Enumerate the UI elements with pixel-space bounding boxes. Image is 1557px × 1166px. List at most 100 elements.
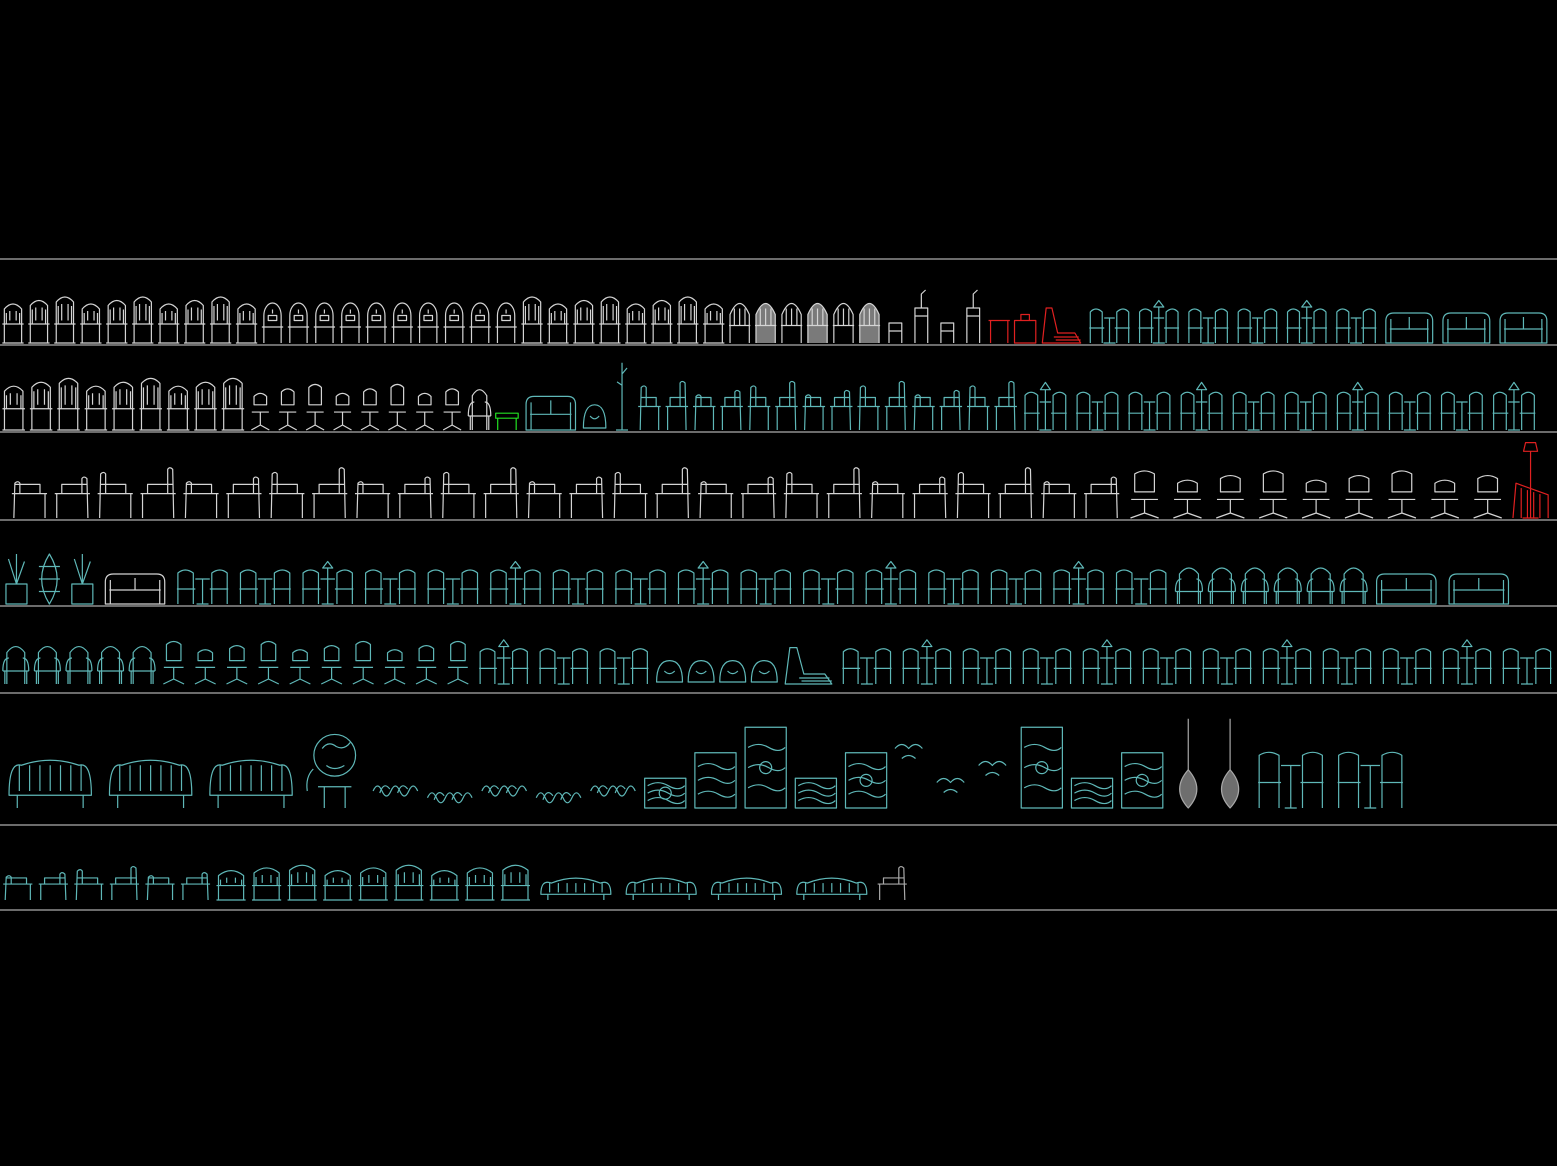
furniture-block-tablechair	[1284, 391, 1328, 431]
furniture-block-highchair	[651, 299, 673, 344]
furniture-block-boxchair	[1013, 313, 1037, 344]
furniture-block-office	[194, 649, 216, 685]
furniture-block-tablechair	[1337, 751, 1403, 809]
furniture-block-tablechair	[1052, 560, 1105, 605]
furniture-block-highchair	[500, 864, 531, 901]
furniture-block-sidechair	[140, 467, 176, 519]
row-4-sets	[5, 553, 1510, 605]
furniture-block-tablechair	[740, 569, 792, 605]
furniture-block-roundback	[469, 302, 491, 343]
furniture-block-sidechair	[747, 385, 771, 431]
furniture-block-sofa	[1385, 312, 1434, 344]
furniture-block-highchair	[2, 303, 24, 344]
furniture-block-tablechair	[802, 569, 854, 605]
furniture-block-tablechair	[990, 569, 1042, 605]
furniture-block-sidechair	[397, 476, 434, 519]
furniture-block-roundback	[365, 302, 387, 343]
furniture-block-bird	[978, 760, 1007, 776]
furniture-block-highchair	[394, 864, 424, 901]
furniture-block-pouf	[719, 660, 747, 683]
furniture-block-roundback	[495, 302, 517, 343]
furniture-block-panel	[1070, 777, 1114, 809]
furniture-block-sidechair	[109, 865, 139, 901]
furniture-block-scroll	[535, 792, 582, 804]
furniture-block-sidechair	[884, 380, 908, 431]
furniture-block-bird	[936, 777, 965, 793]
furniture-block-scroll	[372, 785, 419, 797]
furniture-block-office	[360, 388, 380, 431]
furniture-block-archchair	[780, 302, 803, 343]
furniture-block-sidechair	[740, 476, 777, 519]
furniture-block-tablechair	[677, 560, 729, 605]
furniture-block-tablechair	[1115, 569, 1167, 605]
furniture-block-highchair	[573, 299, 595, 344]
furniture-block-tablechair	[479, 639, 529, 685]
furniture-block-armchair	[2, 645, 30, 684]
furniture-block-sidechair	[612, 471, 648, 519]
row-5-lounge-sets	[2, 639, 1552, 685]
furniture-block-tablechair	[176, 569, 229, 605]
furniture-block-archchair	[858, 302, 881, 343]
furniture-block-sidechair	[226, 476, 262, 519]
furniture-block-office	[415, 392, 435, 431]
furniture-block-pouf	[655, 660, 684, 683]
furniture-block-chaise	[710, 877, 783, 900]
furniture-block-tablechair	[1442, 639, 1492, 685]
furniture-block-office	[320, 645, 343, 685]
furniture-block-tablechair	[1232, 391, 1275, 431]
furniture-block-highchair	[209, 296, 232, 344]
furniture-block-lamp	[1512, 442, 1549, 519]
furniture-block-sidechair	[967, 385, 990, 431]
furniture-block-sidechair	[483, 467, 519, 519]
furniture-block-sofa	[1376, 573, 1437, 605]
furniture-block-tablechair	[1076, 391, 1119, 431]
furniture-block-roundback	[313, 302, 336, 343]
furniture-block-chaise	[108, 759, 193, 808]
furniture-block-tablechair	[1336, 381, 1380, 431]
furniture-block-pouf	[687, 660, 715, 683]
furniture-block-armchair	[1207, 567, 1236, 604]
furniture-block-tablechair	[1502, 648, 1552, 685]
furniture-block-office	[1258, 470, 1288, 519]
furniture-block-office	[442, 388, 462, 431]
furniture-block-tablechair	[1082, 639, 1132, 685]
furniture-block-sidechair	[145, 875, 175, 901]
furniture-block-scroll	[426, 792, 473, 804]
furniture-block-sidechair	[269, 471, 305, 519]
furniture-block-office	[289, 649, 311, 685]
furniture-block-tablechair	[1440, 391, 1484, 431]
furniture-block-highchair	[57, 377, 80, 431]
furniture-block-highchair	[465, 867, 495, 901]
furniture-block-tablechair	[539, 648, 589, 685]
furniture-block-armchair	[128, 645, 156, 684]
furniture-block-sidechair	[54, 476, 90, 519]
furniture-block-highchair	[429, 870, 459, 901]
furniture-block-highchair	[677, 296, 699, 344]
furniture-block-stool	[888, 322, 903, 343]
furniture-block-pouf	[582, 404, 607, 429]
furniture-block-office	[305, 383, 325, 431]
furniture-block-highchair	[132, 296, 154, 344]
furniture-block-scroll	[590, 785, 636, 797]
furniture-block-archchair	[729, 302, 751, 343]
furniture-block-armchair	[1306, 567, 1335, 604]
furniture-block-chaise	[8, 759, 92, 808]
furniture-block-highchair	[84, 385, 108, 431]
furniture-block-highchair	[521, 296, 543, 344]
furniture-block-chaise	[625, 877, 697, 900]
row-6-decor-panels	[8, 718, 1403, 809]
row-2-office-chairs	[2, 362, 1536, 431]
furniture-block-hanger	[1220, 718, 1240, 809]
furniture-block-office	[278, 388, 298, 431]
furniture-block-panel	[1020, 726, 1063, 809]
furniture-block-sidechair	[698, 481, 734, 519]
furniture-block-sidechair	[312, 467, 348, 519]
furniture-block-office	[1301, 479, 1331, 519]
furniture-block-vase	[5, 554, 28, 605]
furniture-block-tablechair	[1180, 381, 1223, 431]
furniture-block-highchair	[80, 303, 102, 344]
furniture-block-chaise	[209, 759, 293, 808]
furniture-block-tablechair	[1142, 648, 1192, 685]
furniture-block-rows	[2, 289, 1552, 901]
furniture-block-tablechair	[1258, 751, 1324, 809]
